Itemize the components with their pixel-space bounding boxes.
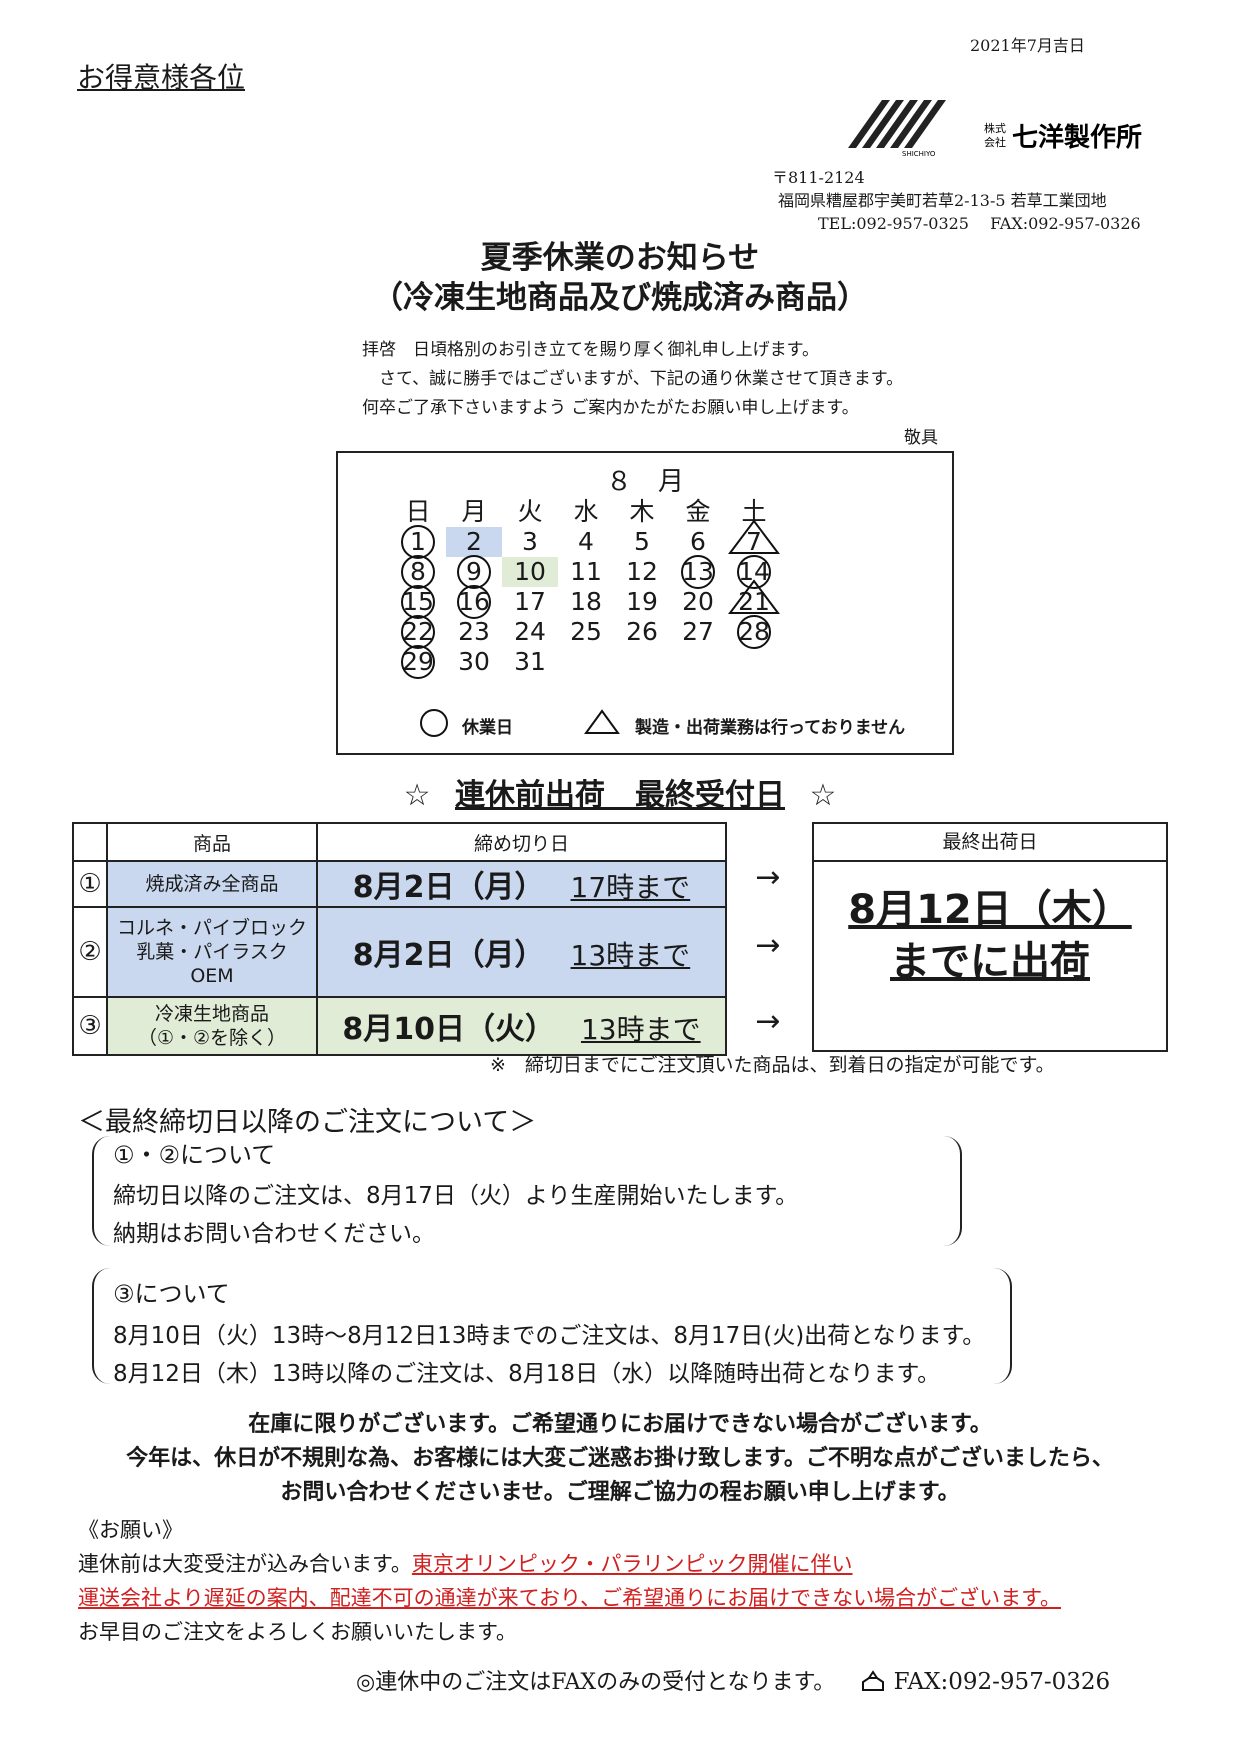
- calendar-month: ８ 月: [605, 467, 684, 497]
- company-name: 七洋製作所: [1012, 122, 1142, 153]
- deadline-heading: ☆ 連休前出荷 最終受付日 ☆: [403, 778, 837, 813]
- calendar-day: 5: [634, 527, 650, 556]
- calendar-day: 16: [446, 585, 502, 619]
- deadline-note: ※ 締切日までにご注文頂いた商品は、到着日の指定が可能です。: [490, 1054, 1055, 1076]
- arrow-icon: →: [755, 928, 781, 963]
- star-icon: ☆: [403, 778, 431, 813]
- issue-date: 2021年7月吉日: [970, 36, 1085, 55]
- calendar-day: 8: [390, 555, 446, 589]
- triangle-icon: [728, 579, 780, 614]
- warning-text: 運送会社より遅延の案内、配達不可の通達が来ており、ご希望通りにお届けできない場合…: [78, 1586, 1062, 1610]
- arrow-icon: →: [755, 1004, 781, 1039]
- footer-fax: ◎連休中のご注文はFAXのみの受付となります。 FAX:092-957-0326: [356, 1669, 1111, 1695]
- calendar-day: 2: [446, 527, 502, 557]
- calendar-day: 21: [726, 579, 782, 617]
- calendar-day: 19: [626, 587, 658, 616]
- weekday-header: 日: [405, 497, 431, 526]
- calendar-day: 29: [390, 645, 446, 679]
- circle-icon: [420, 709, 448, 737]
- calendar-day: 31: [514, 647, 546, 676]
- stock-notice: 在庫に限りがございます。ご希望通りにお届けできない場合がございます。 今年は、休…: [126, 1412, 1114, 1505]
- company-logo: SHICHIYO 株式 会社 七洋製作所: [842, 96, 1148, 158]
- calendar-day: 6: [690, 527, 706, 556]
- calendar-day: 7: [726, 519, 782, 557]
- calendar-day: 13: [670, 555, 726, 589]
- calendar-day: 28: [726, 615, 782, 649]
- col-deadline: 締め切り日: [316, 822, 727, 862]
- calendar-day: 18: [570, 587, 602, 616]
- calendar-day: 25: [570, 617, 602, 646]
- closing: 敬具: [904, 428, 938, 448]
- calendar-day: 4: [578, 527, 594, 556]
- weekday-header: 水: [573, 497, 599, 526]
- legend-no-production: 製造・出荷業務は行っておりません: [635, 718, 906, 738]
- col-product: 商品: [106, 822, 318, 862]
- calendar-day: 9: [446, 555, 502, 589]
- svg-text:株式: 株式: [984, 121, 1006, 135]
- calendar-day: 12: [626, 557, 658, 586]
- arrow-icon: →: [755, 860, 781, 895]
- calendar-day: 3: [522, 527, 538, 556]
- after-deadline-heading: ＜最終締切日以降のご注文について＞: [78, 1107, 537, 1138]
- calendar-day: 30: [458, 647, 490, 676]
- weekday-header: 金: [685, 497, 711, 526]
- weekday-header: 火: [517, 497, 543, 526]
- page-title: 夏季休業のお知らせ （冷凍生地商品及び焼成済み商品）: [372, 240, 868, 316]
- calendar-day: 20: [682, 587, 714, 616]
- star-icon: ☆: [809, 778, 837, 813]
- svg-text:会社: 会社: [984, 135, 1006, 149]
- calendar-day: 22: [390, 615, 446, 649]
- bracket-title: ①・②について: [113, 1141, 276, 1169]
- calendar-day: 23: [458, 617, 490, 646]
- calendar-day: 10: [502, 557, 558, 587]
- recipient: お得意様各位: [77, 61, 246, 94]
- weekday-header: 月: [461, 497, 487, 526]
- bracket-title: ③について: [113, 1280, 230, 1308]
- bracket-box: [92, 1136, 962, 1246]
- postal-code: 〒811-2124: [772, 168, 865, 187]
- request-heading: 《お願い》: [78, 1518, 183, 1542]
- legend-holiday: 休業日: [462, 718, 513, 738]
- col-final-ship: 最終出荷日: [814, 824, 1166, 862]
- logo-wordmark: SHICHIYO: [902, 150, 936, 158]
- deadline-table: 商品 締め切り日 ① 焼成済み全商品 8月2日（月）17時まで ② コルネ・パイ…: [72, 822, 727, 1056]
- bracket-box: [92, 1268, 1012, 1384]
- calendar-day: 1: [390, 525, 446, 559]
- calendar-day: 15: [390, 585, 446, 619]
- request-section: 《お願い》 連休前は大変受注が込み合います。東京オリンピック・パラリンピック開催…: [78, 1513, 1061, 1649]
- calendar-day: 27: [682, 617, 714, 646]
- calendar-day: 11: [570, 557, 602, 586]
- table-row: ① 焼成済み全商品 8月2日（月）17時まで: [72, 860, 727, 908]
- calendar-day: 24: [514, 617, 546, 646]
- final-ship-date: 8月12日（木）: [848, 887, 1132, 933]
- company-address: 〒811-2124 福岡県糟屋郡宇美町若草2-13-5 若草工業団地 TEL:0…: [772, 166, 1141, 235]
- fax-icon: [862, 1670, 885, 1691]
- table-row: ③ 冷凍生地商品（①・②を除く） 8月10日（火）13時まで: [72, 996, 727, 1056]
- warning-text: 東京オリンピック・パラリンピック開催に伴い: [411, 1552, 853, 1576]
- calendar-day: 17: [514, 587, 546, 616]
- phone-fax: TEL:092-957-0325 FAX:092-957-0326: [818, 214, 1141, 233]
- weekday-header: 木: [629, 497, 655, 526]
- triangle-icon: [584, 709, 620, 734]
- street-address: 福岡県糟屋郡宇美町若草2-13-5 若草工業団地: [778, 191, 1107, 210]
- final-ship-box: 最終出荷日 8月12日（木） までに出荷: [812, 822, 1168, 1052]
- greeting: 拝啓 日頃格別のお引き立てを賜り厚く御礼申し上げます。 さて、誠に勝手ではござい…: [362, 340, 904, 418]
- calendar-day: 26: [626, 617, 658, 646]
- calendar-legend: 休業日 製造・出荷業務は行っておりません: [338, 709, 952, 739]
- triangle-icon: [728, 519, 780, 554]
